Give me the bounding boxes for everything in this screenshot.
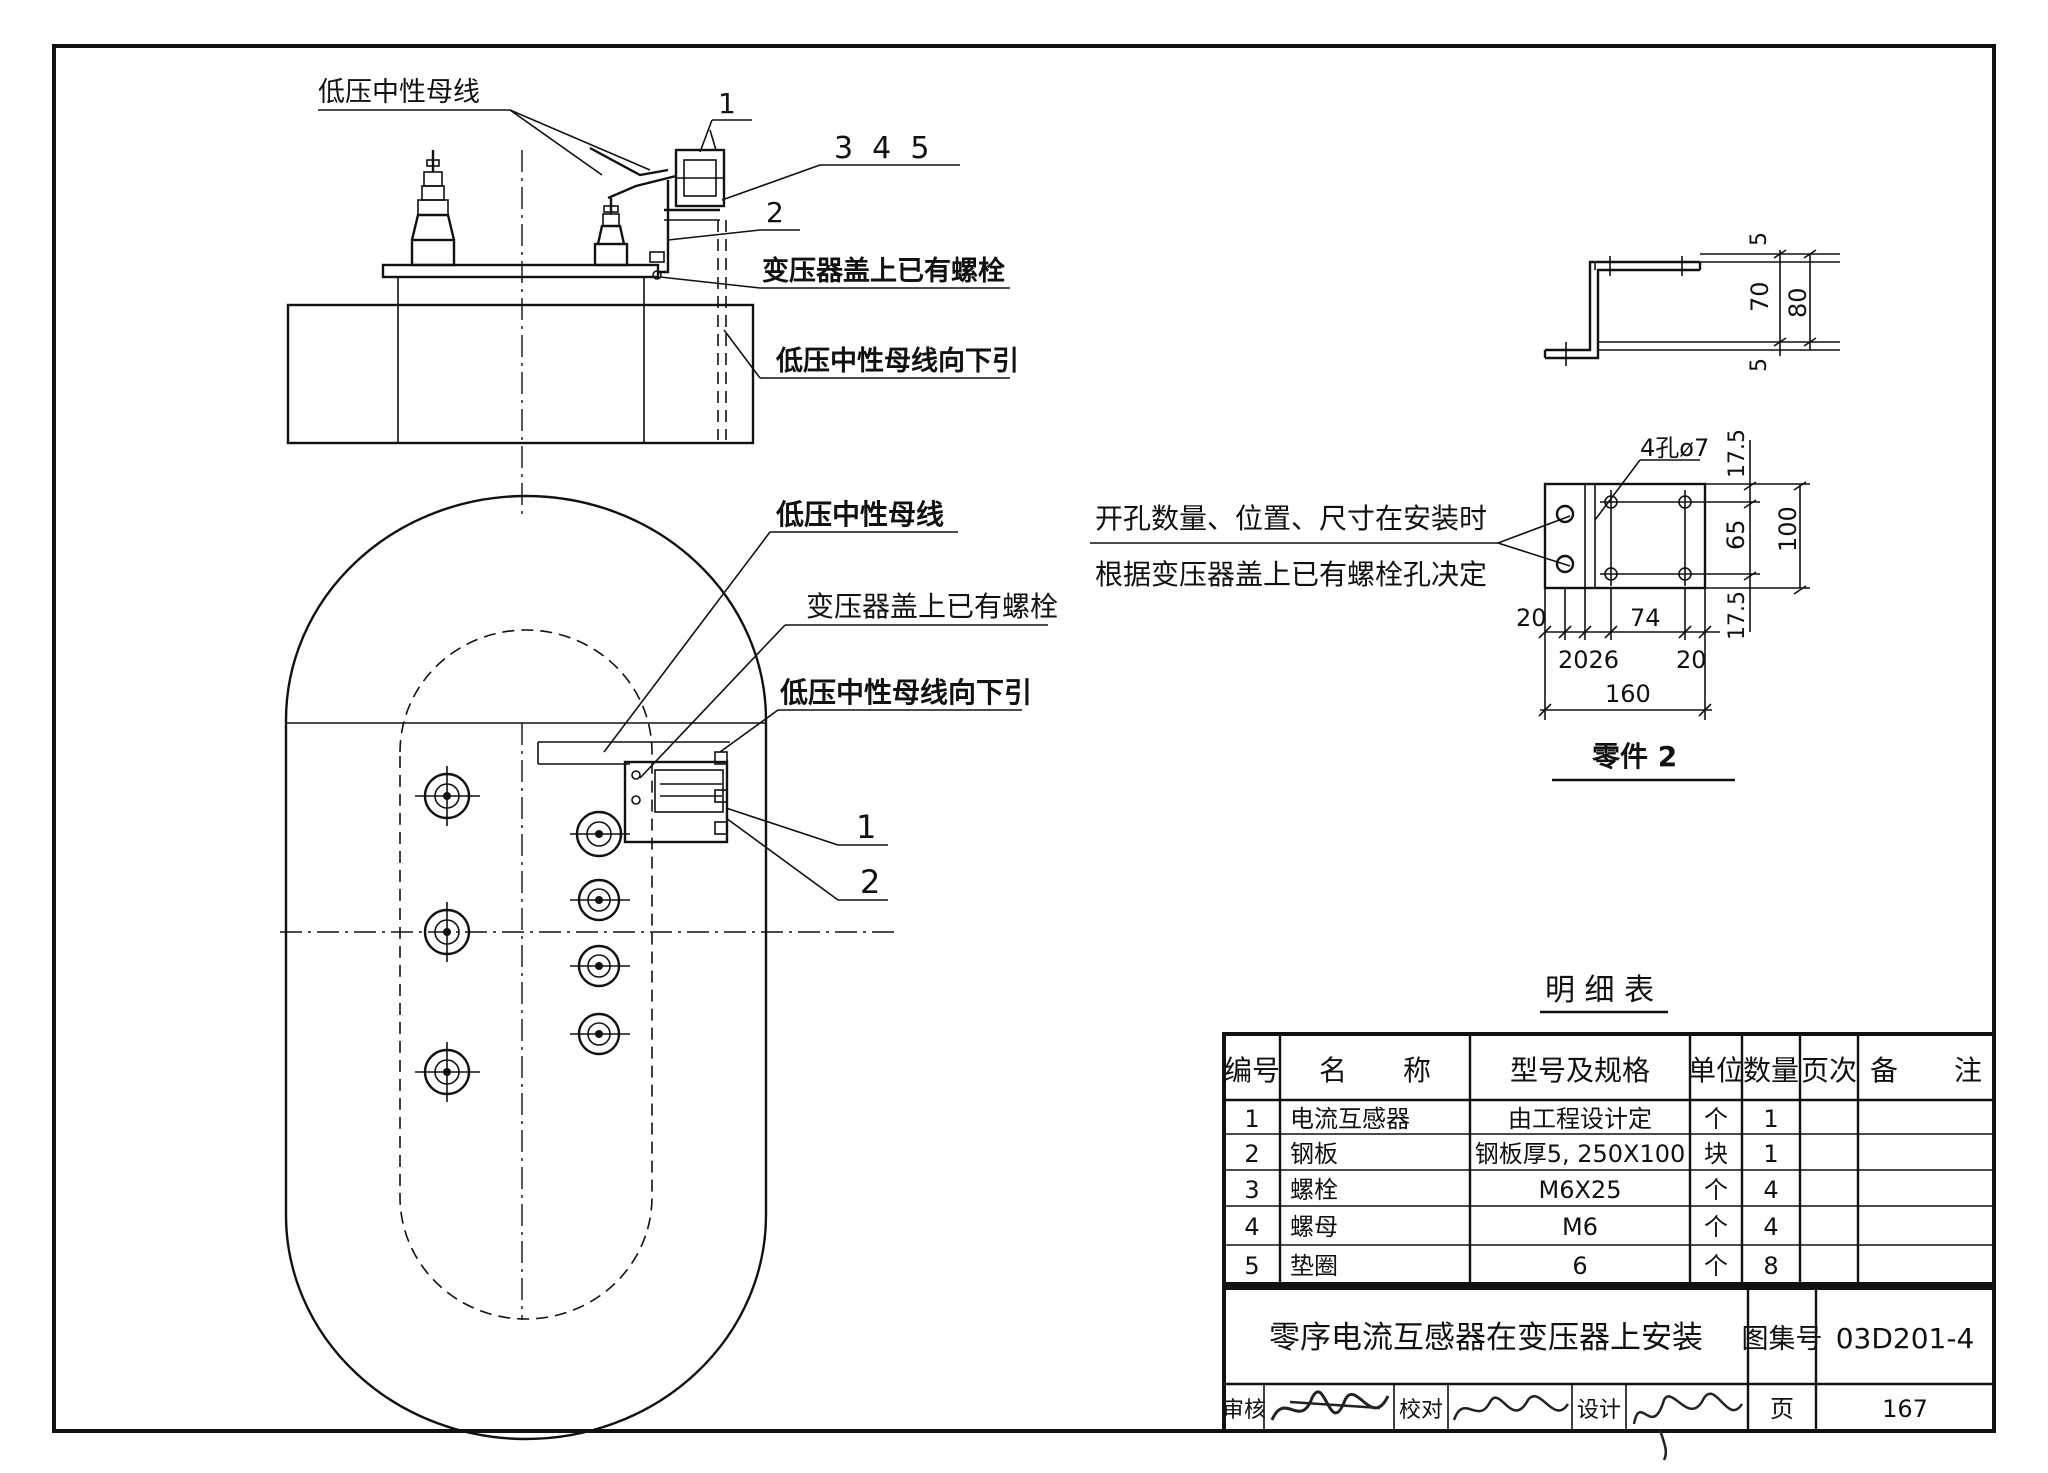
lv-bushing — [593, 198, 629, 267]
dim-20-left: 20 — [1516, 604, 1547, 632]
page-label: 页 — [1770, 1395, 1794, 1423]
signature-check — [1452, 1395, 1570, 1421]
label-item-2-plan: 2 — [860, 863, 880, 901]
bom-row2-unit: 块 — [1704, 1140, 1728, 1168]
design-label: 设计 — [1577, 1398, 1621, 1423]
dim-17-5-top: 17.5 — [1725, 429, 1750, 478]
ct-assembly-elevation — [649, 129, 726, 280]
bom-row3-unit: 个 — [1704, 1176, 1728, 1204]
bom-header-no: 编号 — [1224, 1054, 1280, 1087]
dim-5-bottom: 5 — [1747, 358, 1772, 372]
bom-row2-no: 2 — [1244, 1140, 1259, 1168]
label-lv-neutral-bus-top: 低压中性母线 — [318, 77, 480, 108]
label-lv-bus-down-top: 低压中性母线向下引 — [775, 345, 1019, 377]
dim-65: 65 — [1722, 519, 1750, 550]
part2-holes: 4孔ø7 — [1640, 434, 1709, 462]
bom-row5-no: 5 — [1244, 1252, 1259, 1280]
label-item-1-plan: 1 — [856, 808, 876, 846]
bom-row3-qty: 4 — [1763, 1176, 1778, 1204]
label-lv-bus-down-plan: 低压中性母线向下引 — [779, 676, 1032, 709]
bom-row5-unit: 个 — [1704, 1252, 1728, 1280]
dim-2026: 2026 — [1558, 646, 1619, 674]
bom-row2-spec: 钢板厚5, 250X100 — [1475, 1140, 1686, 1168]
bom-row4-no: 4 — [1244, 1213, 1259, 1241]
bom-header-unit: 单位 — [1688, 1054, 1744, 1087]
check-label: 校对 — [1399, 1398, 1443, 1423]
bom-row4-unit: 个 — [1704, 1213, 1728, 1241]
hole-note-line2: 根据变压器盖上已有螺栓孔决定 — [1095, 558, 1487, 591]
bom-row3-no: 3 — [1244, 1176, 1259, 1204]
bom-row2-name: 钢板 — [1290, 1140, 1338, 1168]
bom-row5-spec: 6 — [1572, 1252, 1587, 1280]
bom-title: 明 细 表 — [1545, 973, 1654, 1008]
bom-row1-unit: 个 — [1704, 1105, 1728, 1133]
bom-row4-qty: 4 — [1763, 1213, 1778, 1241]
atlas-label: 图集号 — [1742, 1324, 1823, 1355]
signature-design — [1632, 1392, 1744, 1461]
bom-header-remark: 备 注 — [1870, 1054, 1982, 1087]
bom-row3-spec: M6X25 — [1539, 1176, 1622, 1204]
dim-70: 70 — [1746, 281, 1774, 312]
bom-row1-spec: 由工程设计定 — [1508, 1105, 1652, 1133]
dim-17-5-bottom: 17.5 — [1725, 591, 1750, 640]
plan-view — [280, 494, 1048, 1441]
drawing-frame — [52, 44, 1996, 1433]
bom-row5-qty: 8 — [1763, 1252, 1778, 1280]
title-block — [1222, 1286, 1996, 1433]
drawing-title: 零序电流互感器在变压器上安装 — [1269, 1320, 1703, 1356]
bom-header-spec: 型号及规格 — [1510, 1054, 1650, 1087]
bom-row1-qty: 1 — [1763, 1105, 1778, 1133]
bom-row1-no: 1 — [1244, 1105, 1259, 1133]
label-lv-neutral-bus-plan: 低压中性母线 — [775, 498, 944, 531]
dim-80: 80 — [1784, 287, 1812, 318]
dim-74: 74 — [1630, 604, 1661, 632]
bom-row4-name: 螺母 — [1290, 1213, 1338, 1241]
part2-detail — [1538, 249, 1840, 782]
dim-5-top: 5 — [1747, 232, 1772, 246]
bushing-circles — [415, 766, 630, 1102]
bom-row5-name: 垫圈 — [1290, 1252, 1338, 1280]
bom-header-qty: 数量 — [1743, 1054, 1799, 1087]
page-number: 167 — [1882, 1395, 1928, 1423]
signature-review — [1270, 1390, 1390, 1421]
label-existing-bolt-plan: 变压器盖上已有螺栓 — [806, 590, 1058, 623]
label-item-1-top: 1 — [718, 87, 736, 120]
dim-160: 160 — [1605, 680, 1651, 708]
bom-table — [1222, 1032, 1996, 1286]
review-label: 审核 — [1222, 1398, 1266, 1423]
hv-bushing — [410, 150, 456, 267]
dim-100: 100 — [1774, 506, 1802, 552]
bom-header-name: 名 称 — [1319, 1054, 1431, 1087]
atlas-number: 03D201-4 — [1836, 1322, 1975, 1355]
dim-20-right: 20 — [1676, 646, 1707, 674]
bom-row3-name: 螺栓 — [1290, 1176, 1338, 1204]
hole-note-line1: 开孔数量、位置、尺寸在安装时 — [1095, 502, 1487, 535]
label-item-2-top: 2 — [766, 196, 784, 229]
elevation-view — [286, 109, 1010, 520]
bom-row4-spec: M6 — [1562, 1213, 1598, 1241]
part2-title: 零件 2 — [1592, 740, 1677, 773]
bom-header-page: 页次 — [1801, 1054, 1857, 1087]
label-items-3-4-5: 3 4 5 — [834, 131, 929, 166]
ct-assembly-plan — [623, 751, 729, 844]
bom-row1-name: 电流互感器 — [1290, 1105, 1410, 1133]
bom-row2-qty: 1 — [1763, 1140, 1778, 1168]
label-existing-bolt-top: 变压器盖上已有螺栓 — [762, 255, 1005, 287]
